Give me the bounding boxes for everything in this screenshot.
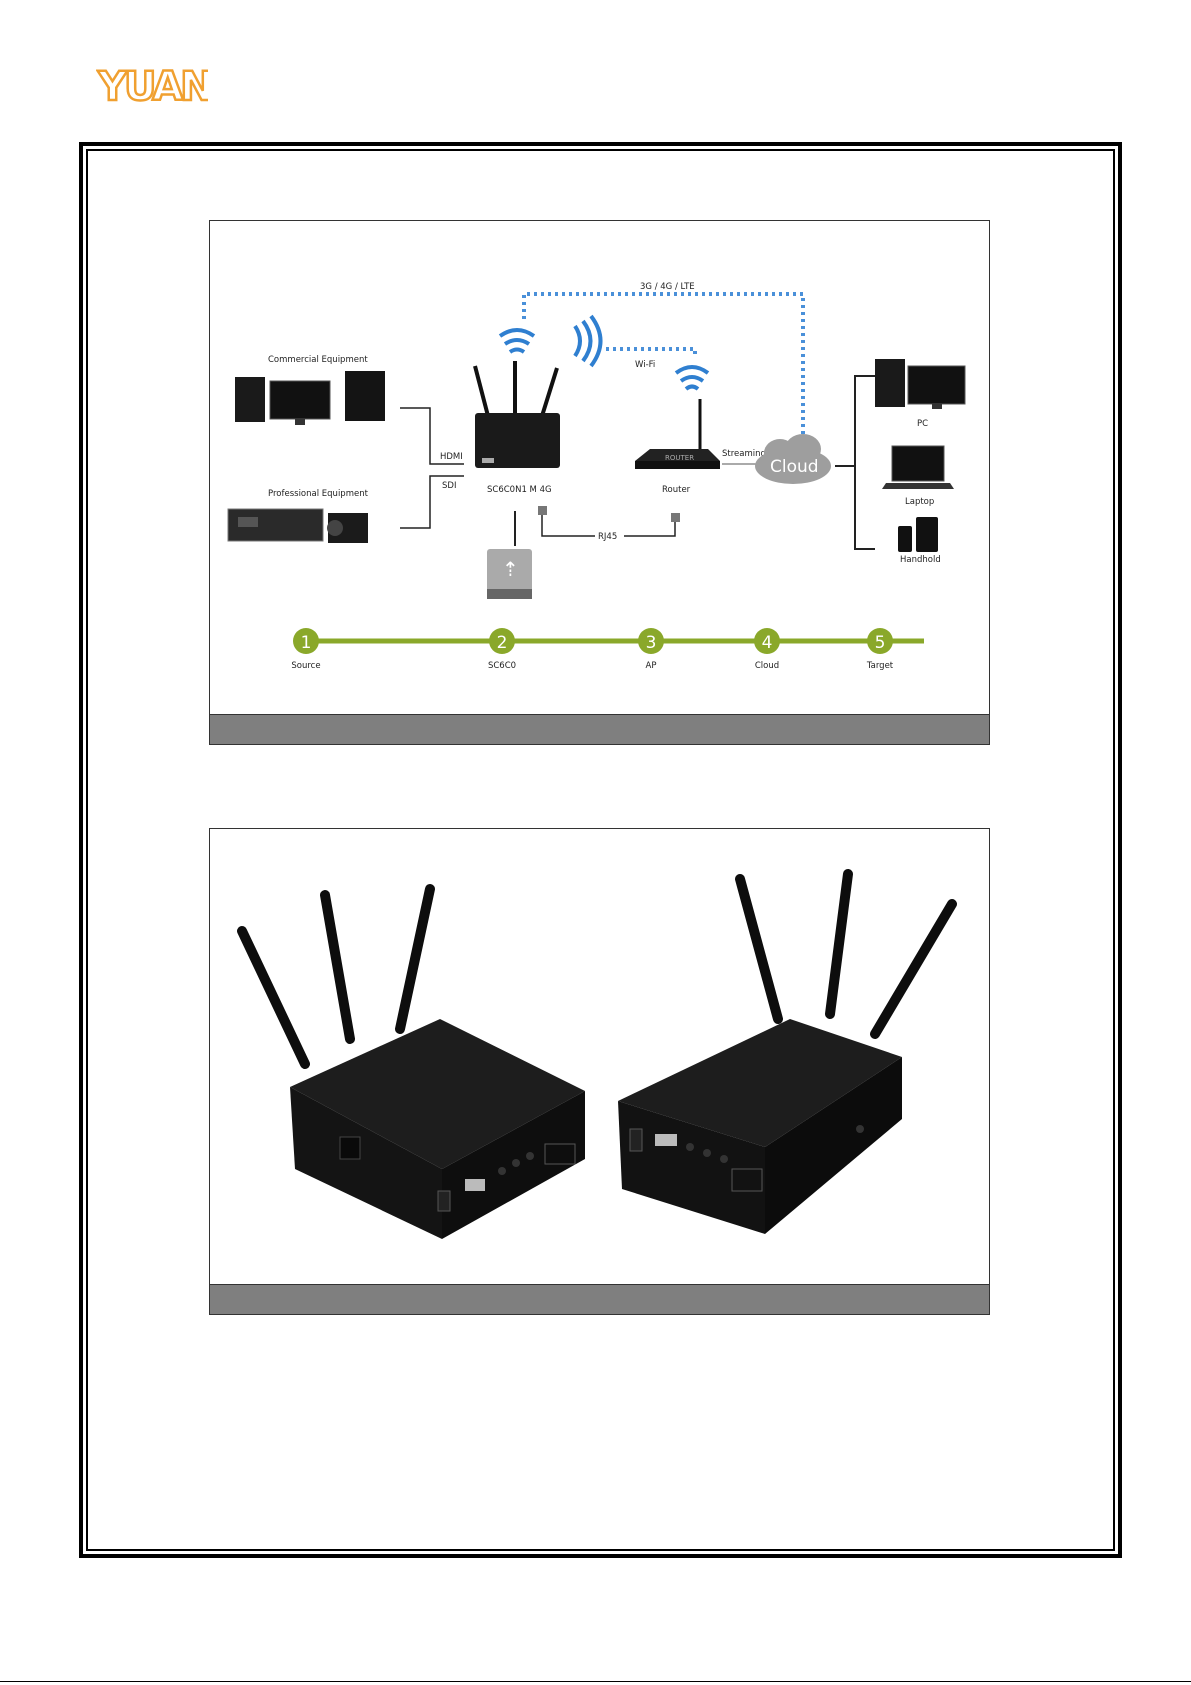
- streaming-label: Streaming: [722, 449, 766, 459]
- product-photo: [210, 829, 989, 1284]
- pc-label: PC: [917, 419, 928, 429]
- device-model-label: SC6C0N1 M 4G: [487, 485, 552, 495]
- device-wifi-icon: [500, 316, 601, 366]
- network-label: 3G / 4G / LTE: [640, 282, 695, 292]
- step-3: 3AP: [638, 628, 664, 671]
- cloud-label: Cloud: [770, 457, 819, 477]
- commercial-equipment-icon: [235, 371, 385, 425]
- logo-text: YUAN: [97, 64, 208, 108]
- figure2-caption-bar: [210, 1284, 989, 1314]
- handheld-label: Handhold: [900, 555, 941, 565]
- step-label: AP: [646, 661, 657, 671]
- rj45-label: RJ45: [598, 532, 617, 542]
- step-number: 2: [497, 633, 508, 653]
- professional-equipment-label: Professional Equipment: [268, 489, 369, 499]
- device-left-image: [242, 889, 585, 1239]
- system-diagram: 3G / 4G / LTE Wi-Fi Commercial Equipment…: [210, 221, 989, 714]
- sc6c0-device-icon: [475, 361, 560, 468]
- system-diagram-figure: 3G / 4G / LTE Wi-Fi Commercial Equipment…: [209, 220, 990, 745]
- laptop-label: Laptop: [905, 497, 934, 507]
- step-number: 1: [301, 633, 312, 653]
- laptop-icon: [882, 446, 954, 489]
- step-label: Source: [291, 661, 320, 671]
- step-label: Target: [866, 661, 894, 671]
- step-label: Cloud: [755, 661, 779, 671]
- hdmi-label: HDMI: [440, 452, 463, 462]
- step-number: 4: [762, 633, 773, 653]
- step-label: SC6C0: [488, 661, 516, 671]
- device-right-image: [618, 874, 952, 1234]
- product-photo-figure: [209, 828, 990, 1315]
- router-icon: ROUTER: [635, 399, 720, 469]
- sdi-label: SDI: [442, 481, 456, 491]
- svg-text:⇡: ⇡: [502, 557, 519, 581]
- figure1-caption-bar: [210, 714, 989, 744]
- router-label: Router: [662, 485, 691, 495]
- wifi-label: Wi-Fi: [635, 360, 655, 370]
- handheld-icon: [898, 517, 938, 552]
- pc-icon: [875, 359, 965, 409]
- router-brand-text: ROUTER: [665, 454, 694, 462]
- yuan-logo: YUAN: [96, 62, 208, 108]
- footer-rule: [0, 1681, 1191, 1682]
- step-number: 5: [875, 633, 886, 653]
- professional-equipment-icon: [228, 509, 368, 543]
- commercial-equipment-label: Commercial Equipment: [268, 355, 368, 365]
- router-wifi-icon: [676, 367, 708, 389]
- usb-storage-icon: ⇡: [487, 549, 532, 599]
- step-number: 3: [646, 633, 657, 653]
